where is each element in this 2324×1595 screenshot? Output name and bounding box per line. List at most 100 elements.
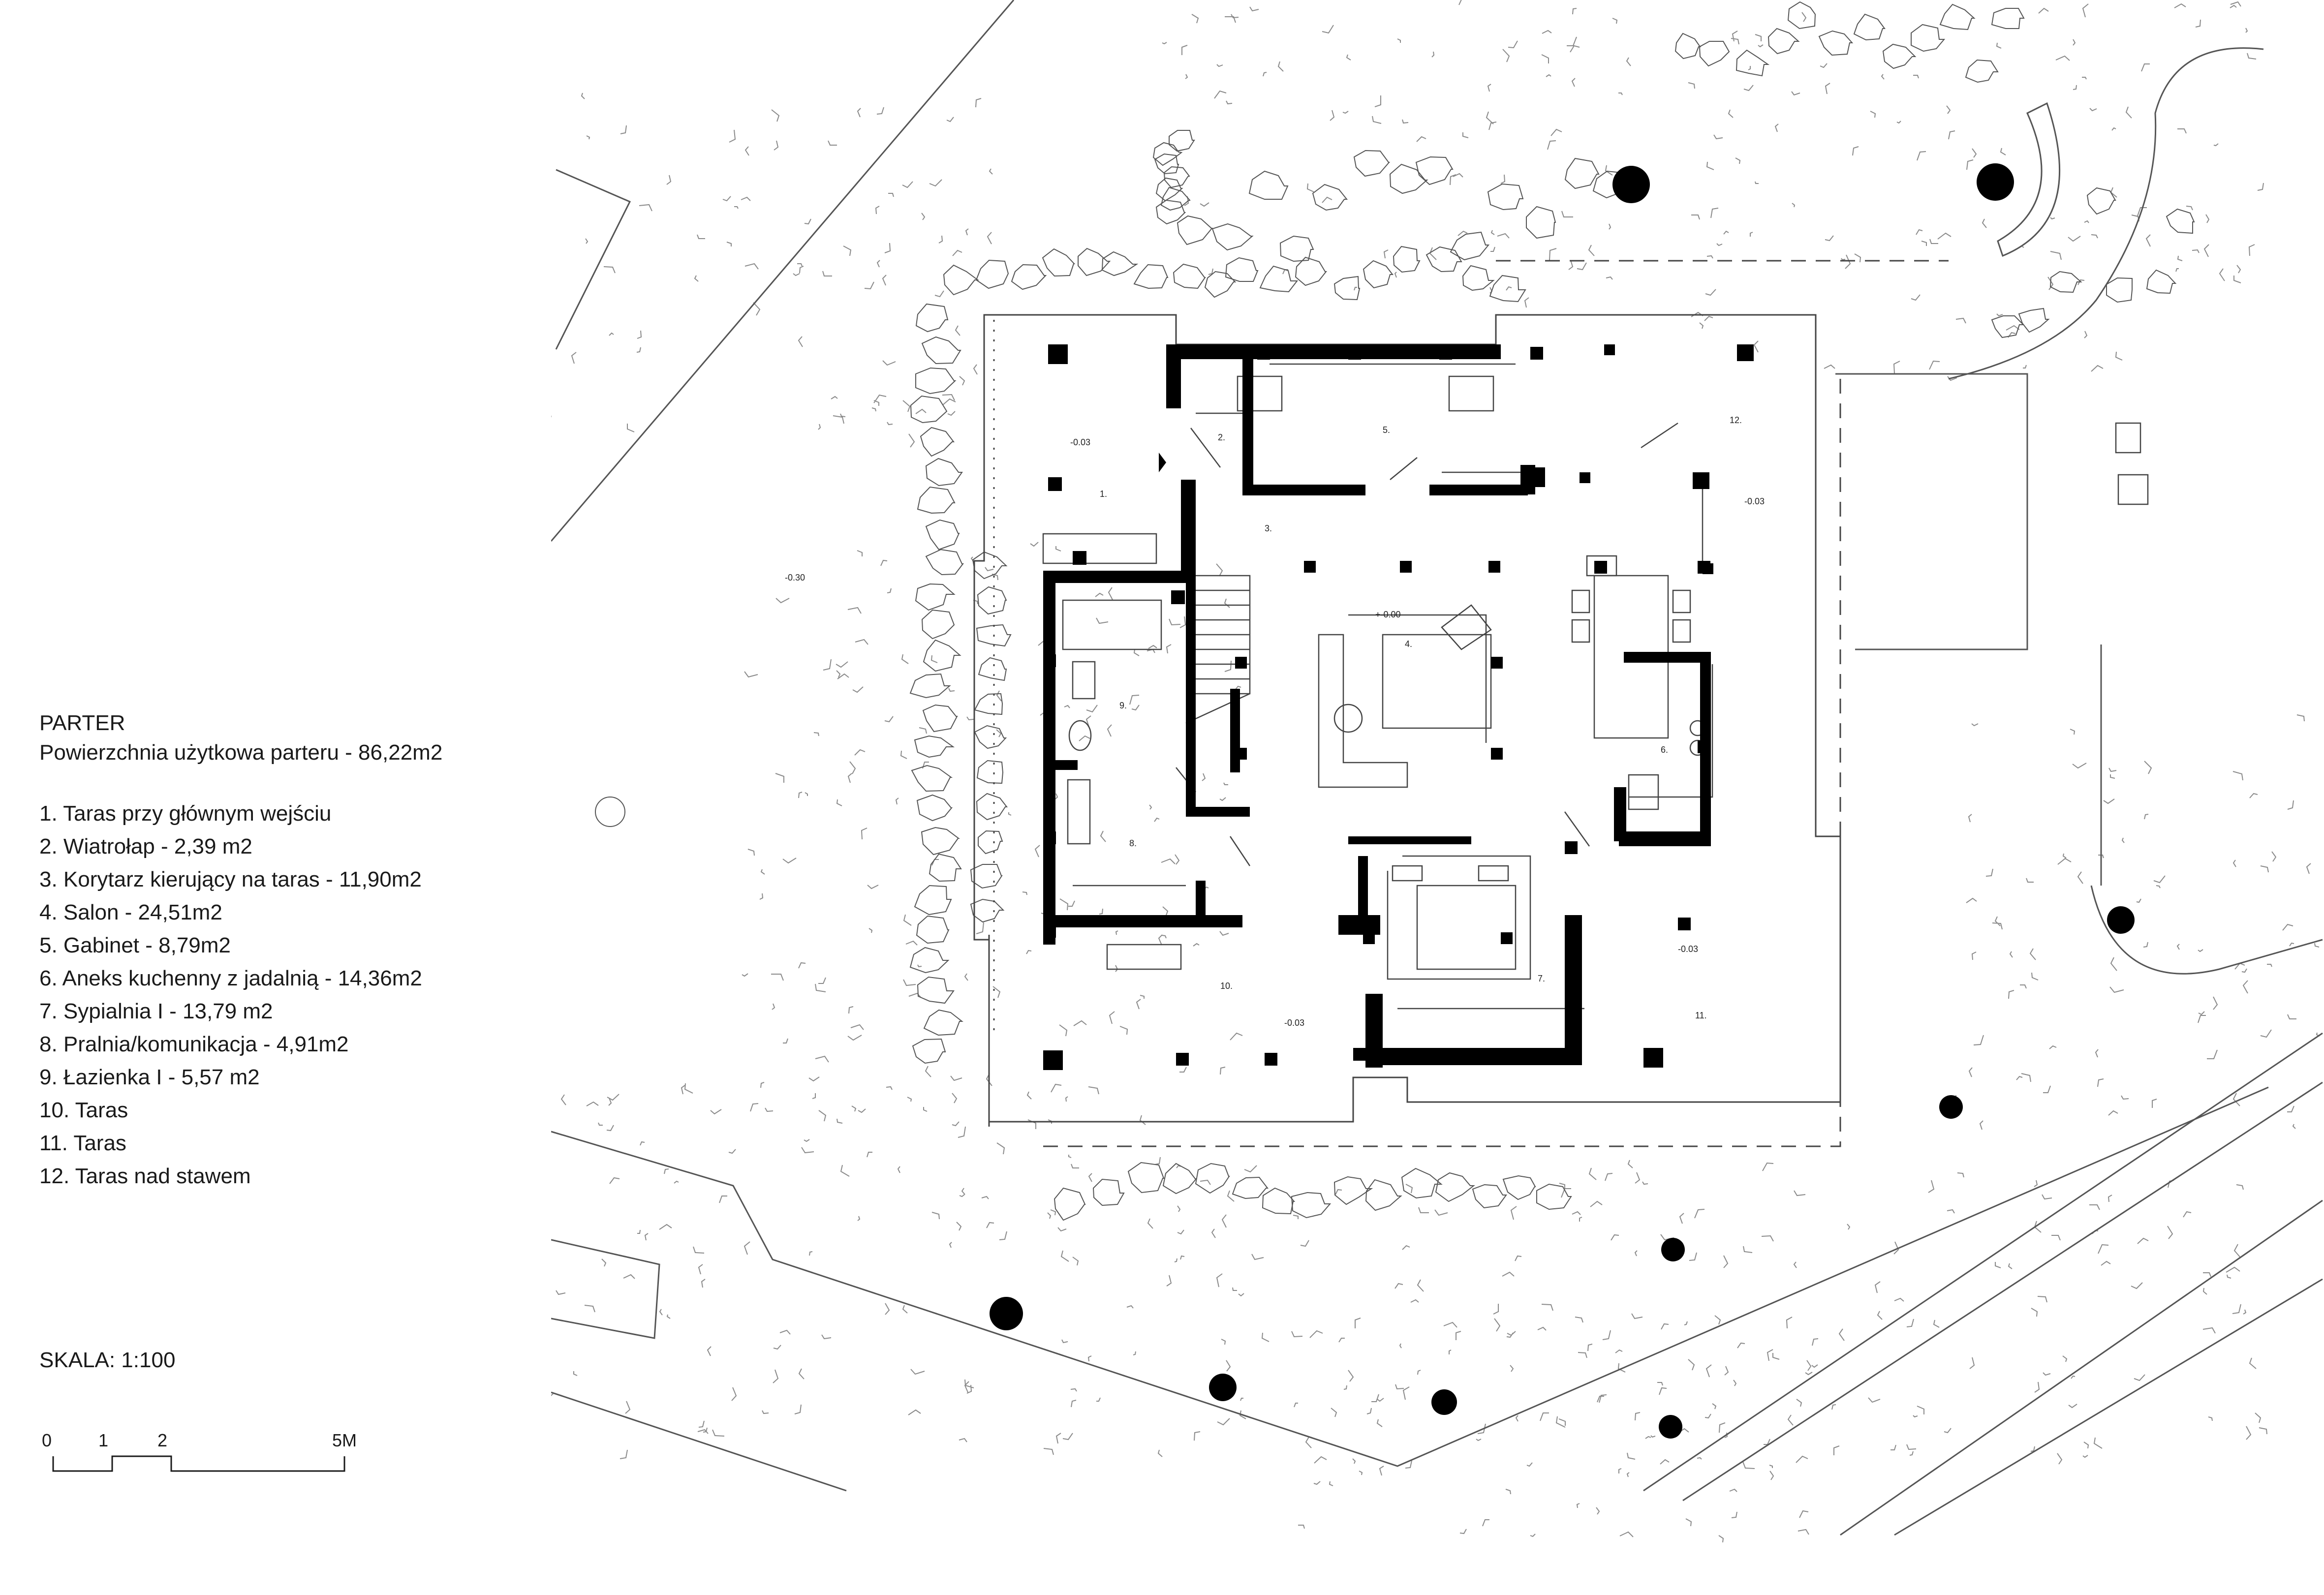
room-label: 6. [1661, 745, 1668, 755]
desk-chair-icon [1448, 375, 1494, 412]
stone-shape [1042, 248, 1076, 277]
room-label: 7. [1538, 974, 1545, 983]
stone-shape [1173, 263, 1206, 289]
stone-shape [1526, 206, 1556, 239]
stone-shape [925, 519, 960, 551]
stone-shape [1127, 1162, 1165, 1194]
level-mark: -0.03 [1678, 944, 1698, 954]
stone-shape [1154, 153, 1179, 175]
legend-item: 7. Sypialnia I - 13,79 m2 [39, 999, 273, 1023]
floor-plan: 1. 2. 3. 4. 5. 6. 7. 8. 9. 10. 11. 12. -… [551, 0, 2323, 1543]
legend-item: 1. Taras przy głównym wejściu [39, 801, 332, 826]
stone-shape [1333, 276, 1361, 301]
stone-shape [915, 303, 949, 333]
stone-shape [920, 427, 955, 457]
room-label: 4. [1405, 639, 1412, 649]
stone-shape [922, 704, 958, 733]
stone-shape [1225, 257, 1259, 282]
legend-item: 5. Gabinet - 8,79m2 [39, 933, 231, 957]
room-label: 11. [1695, 1011, 1707, 1020]
stone-shape [910, 395, 948, 424]
level-marks: -0.03 -0.03 -0.03 -0.03 -0.30 +-0.00 [785, 437, 1765, 1028]
stone-shape [1487, 183, 1524, 211]
legend: PARTER Powierzchnia użytkowa parteru - 8… [39, 708, 531, 1193]
stone-shape [1939, 3, 1976, 31]
stone-shape [2018, 307, 2050, 333]
stone-shape [978, 830, 1003, 855]
stone-shape [977, 586, 1007, 615]
legend-item: 10. Taras [39, 1098, 128, 1122]
stone-shape [1502, 1175, 1536, 1200]
sink-icon [1628, 774, 1659, 810]
stone-shape [976, 624, 1012, 647]
stone-shape [923, 639, 961, 672]
level-mark: -0.03 [1284, 1018, 1304, 1028]
doors [1176, 422, 1704, 866]
stone-shape [1965, 59, 1999, 83]
room-label: 8. [1129, 838, 1137, 848]
toilet-icon [1068, 720, 1092, 751]
stone-shape [917, 486, 956, 514]
legend-item: 11. Taras [39, 1131, 126, 1155]
vegetation-strokes [551, 0, 2320, 1543]
stone-shape [1291, 1192, 1332, 1219]
stone-shape [972, 551, 1008, 580]
stone-shape [1818, 30, 1854, 56]
stone-shape [1699, 41, 1730, 67]
stone-shape [1101, 251, 1139, 276]
stone-shape [1991, 315, 2025, 338]
room-label: 1. [1100, 489, 1107, 499]
stone-shape [1353, 150, 1391, 177]
stone-shape [1365, 1179, 1402, 1211]
stone-shape [1155, 199, 1186, 225]
tree-outline-icon [595, 797, 625, 827]
legend-item: 12. Taras nad stawem [39, 1164, 251, 1188]
stone-shape [1232, 1176, 1269, 1199]
scale-line [52, 1455, 345, 1472]
scale-tick-5: 5M [332, 1430, 357, 1450]
room-labels: 1. 2. 3. 4. 5. 6. 7. 8. 9. 10. 11. 12. [1100, 415, 1742, 1020]
stone-shape [925, 458, 963, 487]
stone-shape [2106, 277, 2133, 303]
stone-shape [1787, 1, 1816, 30]
stone-shape [921, 336, 961, 365]
stone-shape [1911, 24, 1946, 52]
scale-tick-0: 0 [42, 1430, 52, 1450]
stone-pavement [909, 1, 2195, 1221]
stone-shape [1435, 1172, 1475, 1202]
stone-shape [917, 976, 955, 1004]
stone-shape [912, 1038, 946, 1064]
room-label: 9. [1119, 701, 1127, 710]
level-mark: +-0.00 [1375, 610, 1401, 619]
stone-shape [909, 673, 951, 699]
plant-icon [1333, 704, 1363, 733]
stone-shape [915, 367, 957, 395]
stone-shape [1415, 156, 1454, 185]
room-label: 2. [1218, 432, 1225, 442]
legend-item: 3. Korytarz kierujący na taras - 11,90m2 [39, 867, 422, 891]
stone-shape [915, 583, 956, 611]
scale-label: SKALA: 1:100 [39, 1348, 176, 1372]
stone-shape [970, 864, 1003, 889]
stone-shape [1163, 166, 1190, 188]
stone-shape [1248, 170, 1289, 200]
coffee-table-icon [1382, 634, 1492, 729]
stone-shape [975, 259, 1009, 289]
stone-shape [1262, 1187, 1296, 1215]
stone-shape [974, 693, 1003, 715]
sofa-icon [1318, 634, 1408, 788]
stone-shape [914, 735, 955, 758]
stone-shape [2086, 187, 2116, 215]
stone-shape [929, 853, 962, 882]
stone-shape [1462, 265, 1495, 291]
site-lines [551, 0, 2323, 1536]
stone-shape [921, 827, 960, 856]
legend-item: 6. Aneks kuchenny z jadalnią - 14,36m2 [39, 966, 422, 990]
stone-shape [1155, 177, 1183, 202]
stone-shape [1991, 8, 2025, 29]
level-mark: -0.03 [1744, 496, 1765, 506]
stone-shape [1735, 49, 1770, 77]
stone-shape [1078, 247, 1111, 276]
stone-shape [1389, 163, 1428, 194]
legend-usable-area: Powierzchnia użytkowa parteru - 86,22m2 [39, 740, 443, 765]
